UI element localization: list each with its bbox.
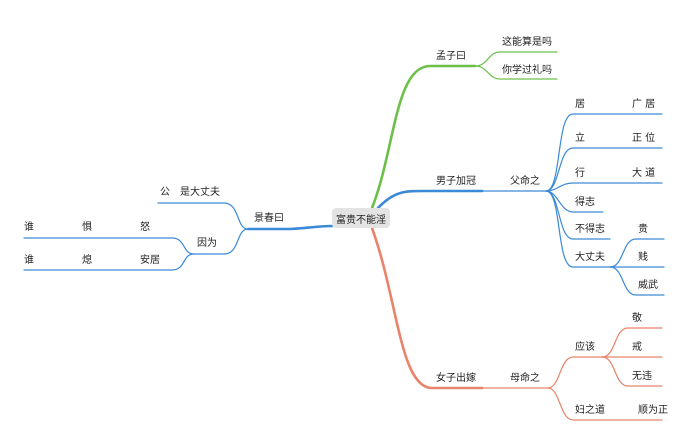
connector-dazhangfu-gui xyxy=(609,238,665,268)
node-row1-a[interactable]: 谁 xyxy=(24,222,34,233)
node-weiwu[interactable]: 威武 xyxy=(638,280,658,291)
connector-yinwei-row2 xyxy=(23,253,195,271)
node-jing[interactable]: 敬 xyxy=(632,313,642,324)
node-jingchun[interactable]: 景春曰 xyxy=(254,213,284,224)
node-muming[interactable]: 母命之 xyxy=(510,373,540,384)
node-fuming[interactable]: 父命之 xyxy=(510,176,540,187)
node-budezhi[interactable]: 不得志 xyxy=(575,224,605,235)
connector-muming-fuzhidao xyxy=(547,387,663,421)
node-row1-b[interactable]: 惧 xyxy=(82,222,92,233)
node-wuwei[interactable]: 无违 xyxy=(632,371,652,382)
node-row2-a[interactable]: 谁 xyxy=(24,255,34,266)
connector-root-nanzi xyxy=(376,189,484,210)
node-nvzi[interactable]: 女子出嫁 xyxy=(436,373,476,384)
node-jian[interactable]: 贱 xyxy=(638,252,648,263)
node-gong[interactable]: 公 xyxy=(160,187,170,198)
connector-fuming-dazhangfu xyxy=(545,190,611,268)
root-node[interactable]: 富贵不能淫 xyxy=(332,208,390,228)
connector-jingchun-yinwei xyxy=(193,228,249,255)
connector-yinggai-wuwei xyxy=(601,356,663,387)
connector-muming-yinggai xyxy=(547,356,603,389)
connector-root-mengzi xyxy=(370,64,477,210)
node-gong-text[interactable]: 是大丈夫 xyxy=(180,187,220,198)
node-xing[interactable]: 行 xyxy=(575,168,585,179)
node-yinggai[interactable]: 应该 xyxy=(575,342,595,353)
connector-fuming-li xyxy=(545,147,663,192)
connector-fuming-ju xyxy=(545,113,663,192)
node-shunweizheng[interactable]: 顺为正 xyxy=(638,405,668,416)
connector-root-jingchun xyxy=(246,224,334,231)
node-fuzhidao[interactable]: 妇之道 xyxy=(575,405,605,416)
node-ju-value[interactable]: 广 居 xyxy=(632,99,656,110)
connector-jingchun-gong xyxy=(157,202,249,230)
node-dezhi[interactable]: 得志 xyxy=(575,197,595,208)
node-row2-b[interactable]: 熄 xyxy=(82,255,92,266)
node-mengzi-item[interactable]: 这能算是吗 xyxy=(502,37,552,48)
connector-yinggai-jing xyxy=(601,327,663,358)
node-mengzi-item[interactable]: 你学过礼吗 xyxy=(502,65,552,76)
node-xing-value[interactable]: 大 道 xyxy=(632,168,656,179)
node-ju[interactable]: 居 xyxy=(575,99,585,110)
node-gui[interactable]: 贵 xyxy=(638,224,648,235)
node-row2-c[interactable]: 安居 xyxy=(140,255,160,266)
node-li-value[interactable]: 正 位 xyxy=(632,133,656,144)
connector-yinwei-row1 xyxy=(23,237,195,255)
connector-mengzi-item2 xyxy=(474,65,558,80)
node-nanzi[interactable]: 男子加冠 xyxy=(436,176,476,187)
node-jie[interactable]: 戒 xyxy=(632,342,642,353)
node-row1-c[interactable]: 怒 xyxy=(140,222,150,233)
connector-dazhangfu-weiwu xyxy=(609,266,665,296)
connector-mengzi-item1 xyxy=(474,51,558,67)
node-dazhangfu[interactable]: 大丈夫 xyxy=(575,252,605,263)
connector-root-nvzi xyxy=(370,226,484,390)
node-mengzi[interactable]: 孟子曰 xyxy=(436,51,466,62)
connector-fuming-xing xyxy=(545,182,663,192)
node-li[interactable]: 立 xyxy=(575,133,585,144)
node-yinwei[interactable]: 因为 xyxy=(197,238,217,249)
